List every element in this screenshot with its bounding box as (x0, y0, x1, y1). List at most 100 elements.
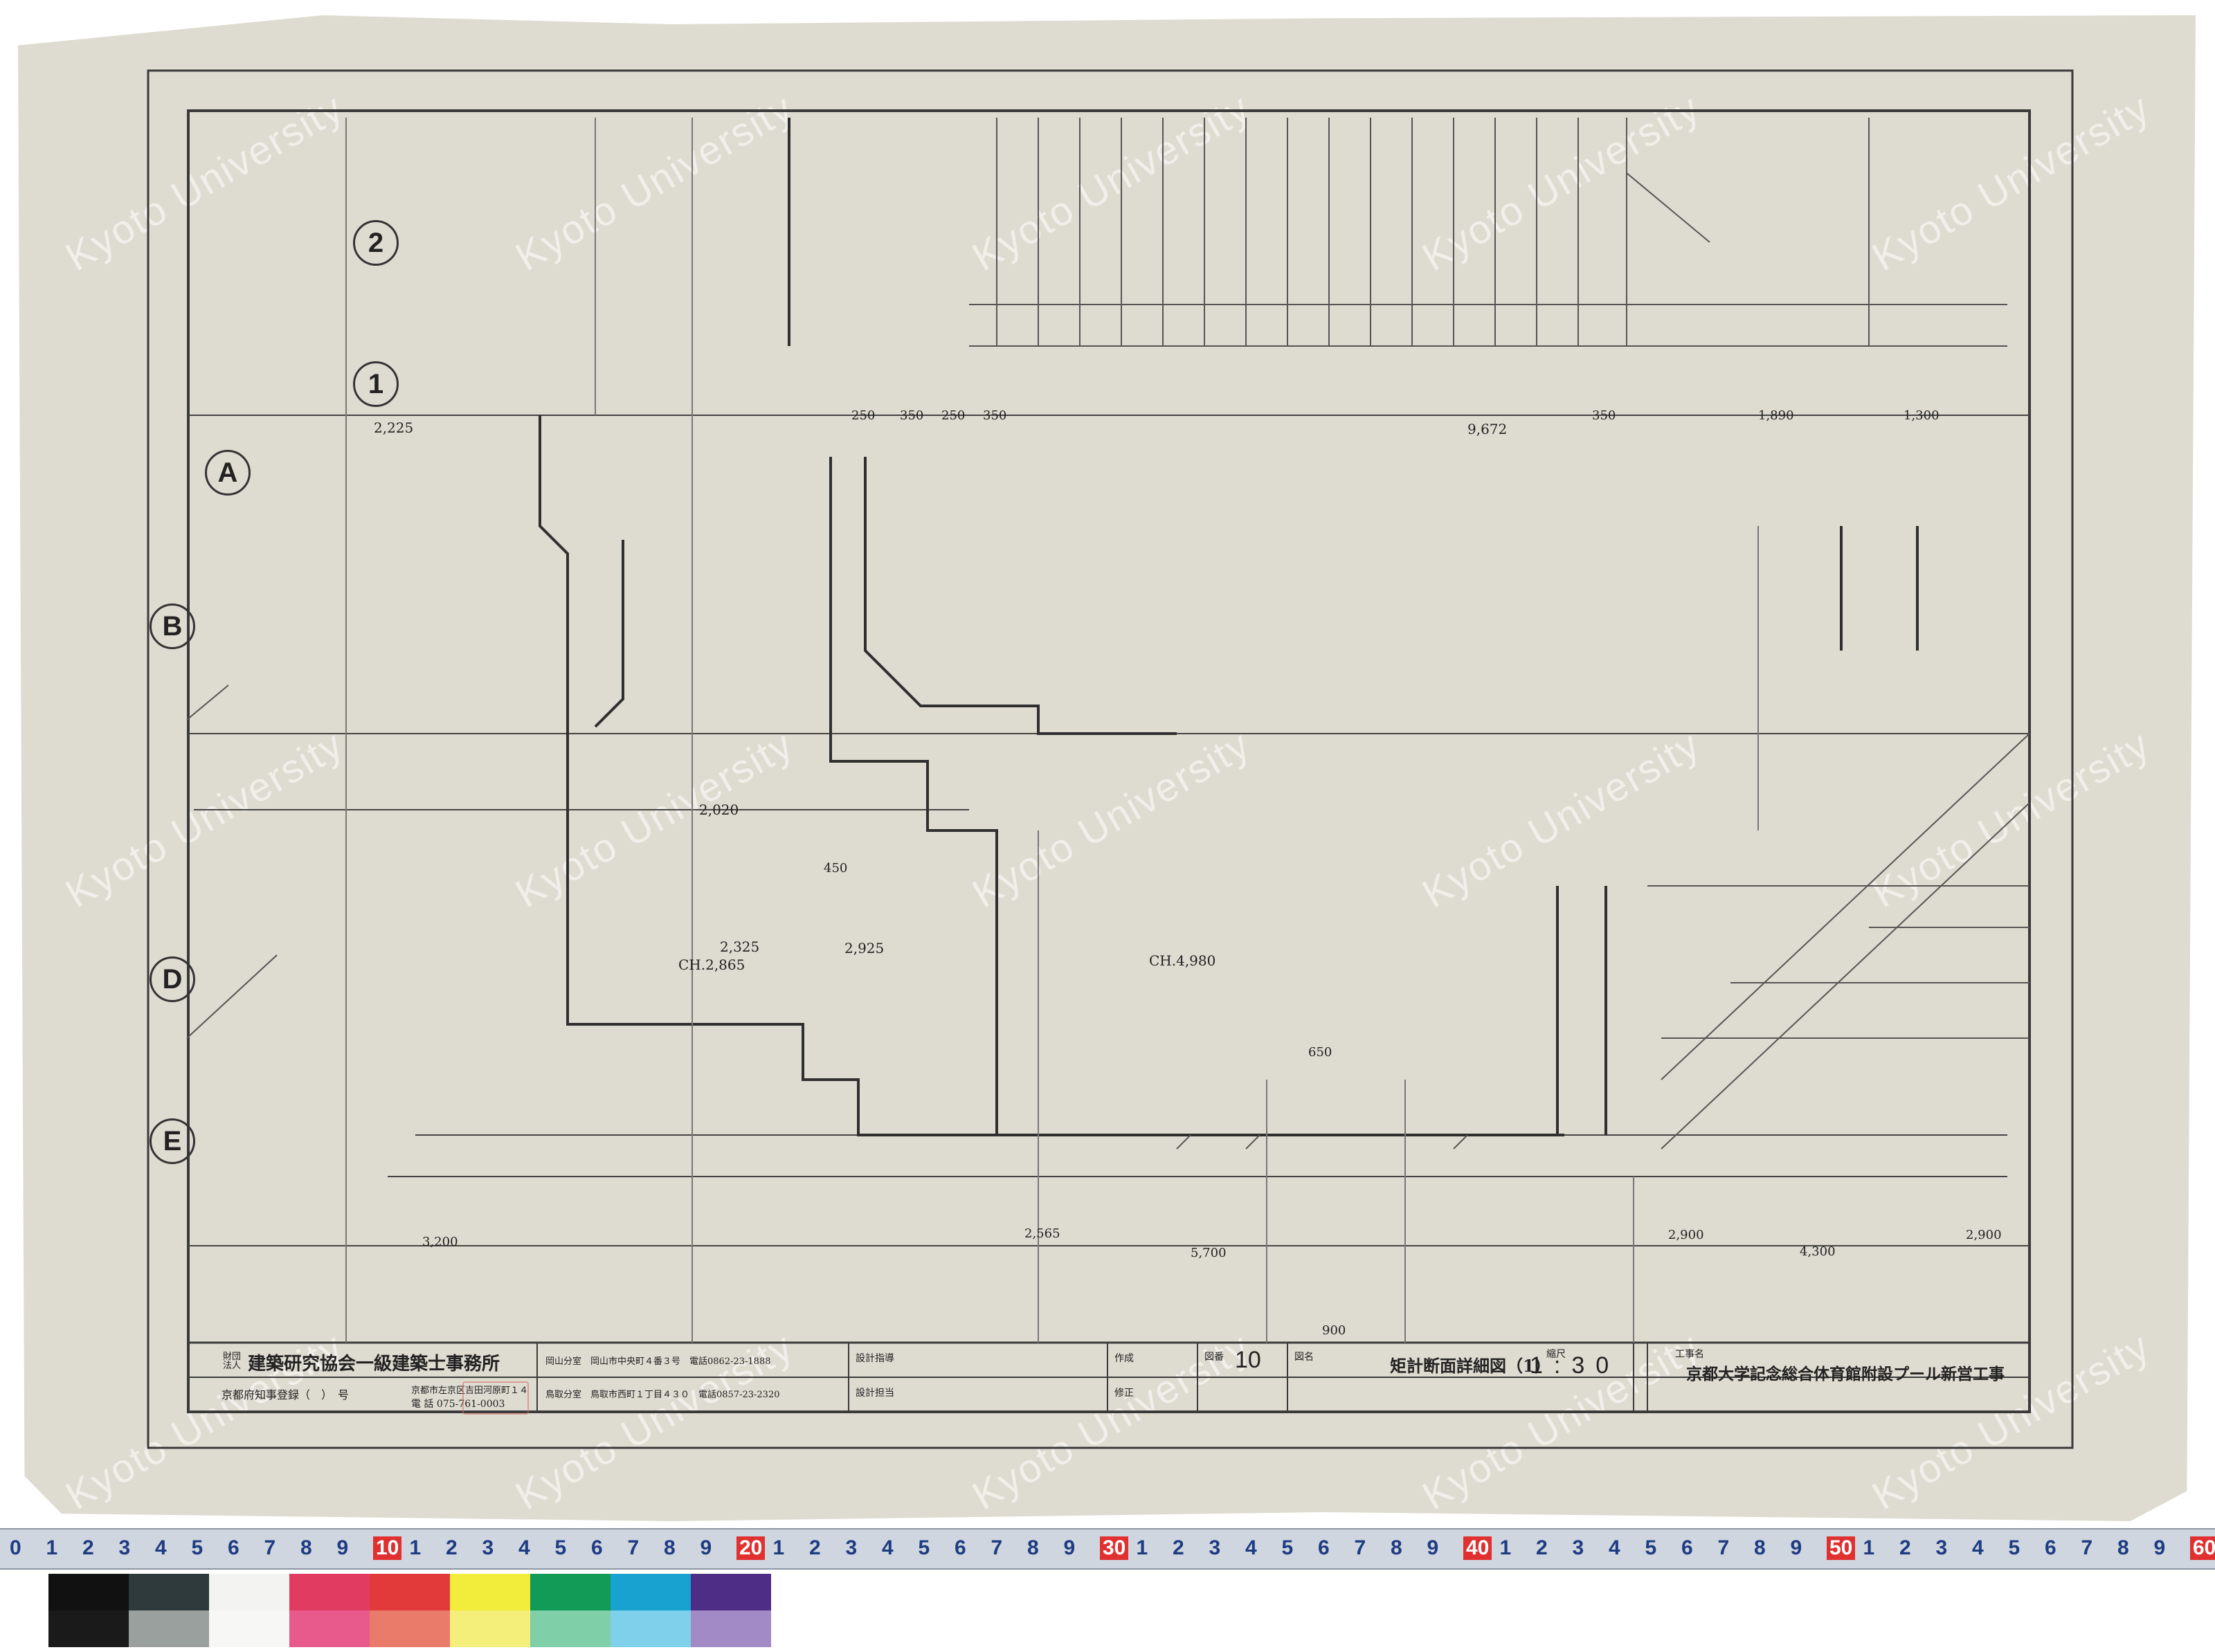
ruler-tick-label: 6 (1318, 1536, 1330, 1559)
ruler-tick-label: 3 (1935, 1536, 1948, 1559)
color-swatch (611, 1574, 691, 1647)
drawing-name-label: 図名 (1294, 1352, 1314, 1363)
created-label: 作成 (1114, 1353, 1134, 1364)
ruler-tick-label: 10 (373, 1536, 402, 1560)
dim-label: 2,325 (720, 938, 760, 955)
ruler-tick-label: 30 (1100, 1536, 1129, 1560)
dim-label: 2,225 (374, 419, 414, 436)
dim-label: 9,672 (1467, 421, 1508, 437)
ruler-tick-label: 1 (409, 1536, 422, 1559)
ruler-tick-label: 9 (336, 1536, 349, 1559)
dim-label: CH.2,865 (678, 956, 745, 973)
ruler-tick-label: 40 (1463, 1536, 1492, 1560)
ruler-tick-label: 4 (518, 1536, 530, 1559)
ruler-tick-label: 6 (2045, 1536, 2056, 1559)
office-phone: 電 話 075-761-0003 (411, 1399, 505, 1410)
ruler-tick-label: 60 (2190, 1536, 2215, 1560)
registration: 京都府知事登録（ ） 号 (222, 1388, 350, 1401)
dim-label: 1,300 (1904, 408, 1940, 423)
ruler-tick-label: 1 (1136, 1536, 1148, 1559)
ruler-tick-label: 4 (1245, 1536, 1257, 1559)
color-swatch (209, 1574, 289, 1647)
grid-label-2: 2 (353, 220, 399, 266)
ruler-tick-label: 8 (1027, 1536, 1039, 1559)
ruler-tick-label: 0 (10, 1536, 21, 1559)
ruler-tick-label: 4 (882, 1536, 894, 1559)
ruler-tick-label: 9 (1790, 1536, 1802, 1559)
grid-label-e: E (150, 1118, 195, 1164)
ruler-tick-label: 2 (446, 1536, 458, 1559)
grid-label-a: A (205, 450, 251, 496)
section-detail-drawing (147, 69, 2074, 1449)
drawing-sheet (18, 15, 2196, 1521)
sheet-number-label: 図番 (1204, 1352, 1224, 1363)
ruler-tick-label: 5 (554, 1536, 567, 1559)
grid-label-d: D (150, 956, 195, 1002)
dim-label: 450 (824, 861, 848, 875)
ruler-tick-label: 20 (736, 1536, 766, 1560)
ruler-tick-label: 5 (191, 1536, 204, 1559)
ruler-tick-label: 9 (2153, 1536, 2166, 1559)
drawing-name: 矩計断面詳細図（1） (1390, 1356, 1551, 1376)
color-swatch (370, 1574, 450, 1647)
sheet-number: 10 (1235, 1347, 1261, 1373)
ruler-tick-label: 5 (1645, 1536, 1657, 1559)
ruler-tick-label: 7 (627, 1536, 640, 1559)
outer-border (147, 69, 2074, 1449)
ruler-tick-label: 4 (1972, 1536, 1984, 1559)
ruler-tick-label: 5 (2008, 1536, 2020, 1559)
ruler-tick-label: 5 (918, 1536, 930, 1559)
ruler-tick-label: 4 (1609, 1536, 1620, 1559)
project-label: 工事名 (1675, 1349, 1704, 1360)
scale-label: 縮尺 (1546, 1349, 1566, 1360)
branch-okayama: 岡山分室 岡山市中央町４番３号 電話0862-23-1888 (545, 1356, 771, 1367)
dim-label: 3,200 (422, 1235, 458, 1249)
dim-label: 350 (1592, 408, 1616, 423)
grid-label-1: 1 (353, 361, 399, 407)
ruler-tick-label: 2 (809, 1536, 821, 1559)
org-prefix: 財団法人 (223, 1352, 242, 1371)
dim-label: 2,900 (1966, 1228, 2002, 1242)
dim-label: 2,900 (1668, 1228, 1704, 1242)
project-name: 京都大学記念総合体育館附設プール新営工事 (1686, 1365, 2005, 1383)
seal-stamp (462, 1381, 529, 1415)
ruler-tick-label: 7 (991, 1536, 1003, 1559)
dim-label: CH.4,980 (1149, 952, 1216, 969)
dim-label: 4,300 (1800, 1244, 1836, 1259)
ruler-tick-label: 4 (155, 1536, 167, 1559)
ruler-tick-label: 8 (300, 1536, 312, 1559)
color-swatch (289, 1574, 370, 1647)
ruler-tick-label: 6 (955, 1536, 966, 1559)
ruler-tick-label: 9 (1427, 1536, 1439, 1559)
color-calibration-chart (48, 1574, 771, 1647)
ruler-tick-label: 3 (118, 1536, 131, 1559)
dim-label: 2,565 (1024, 1226, 1060, 1241)
design-lead-label: 設計指導 (856, 1353, 894, 1364)
ruler-tick-label: 8 (2117, 1536, 2129, 1559)
ruler-tick-label: 2 (82, 1536, 94, 1559)
ruler-tick-label: 6 (591, 1536, 603, 1559)
ruler-tick-label: 8 (1754, 1536, 1766, 1559)
ruler-tick-label: 7 (1717, 1536, 1730, 1559)
org-name: 建築研究協会一級建築士事務所 (248, 1354, 500, 1374)
dim-label: 250 (851, 408, 876, 423)
ruler-tick-label: 9 (700, 1536, 712, 1559)
color-swatch (450, 1574, 530, 1647)
dim-label: 5,700 (1191, 1246, 1227, 1260)
ruler-tick-label: 1 (772, 1536, 785, 1559)
ruler-tick-label: 3 (482, 1536, 494, 1559)
inner-border (187, 109, 2031, 1413)
dim-label: 2,925 (844, 940, 885, 956)
color-swatch (48, 1574, 129, 1647)
revised-label: 修正 (1114, 1388, 1134, 1399)
ruler-tick-label: 1 (46, 1536, 58, 1559)
dim-label: 350 (900, 408, 924, 423)
ruler-tick-label: 7 (264, 1536, 276, 1559)
grid-label-b: B (150, 603, 195, 649)
ruler-tick-label: 9 (1063, 1536, 1076, 1559)
color-swatch (530, 1574, 611, 1647)
ruler-tick-label: 50 (1827, 1536, 1856, 1560)
dim-label: 350 (983, 408, 1007, 423)
ruler-tick-label: 8 (664, 1536, 676, 1559)
